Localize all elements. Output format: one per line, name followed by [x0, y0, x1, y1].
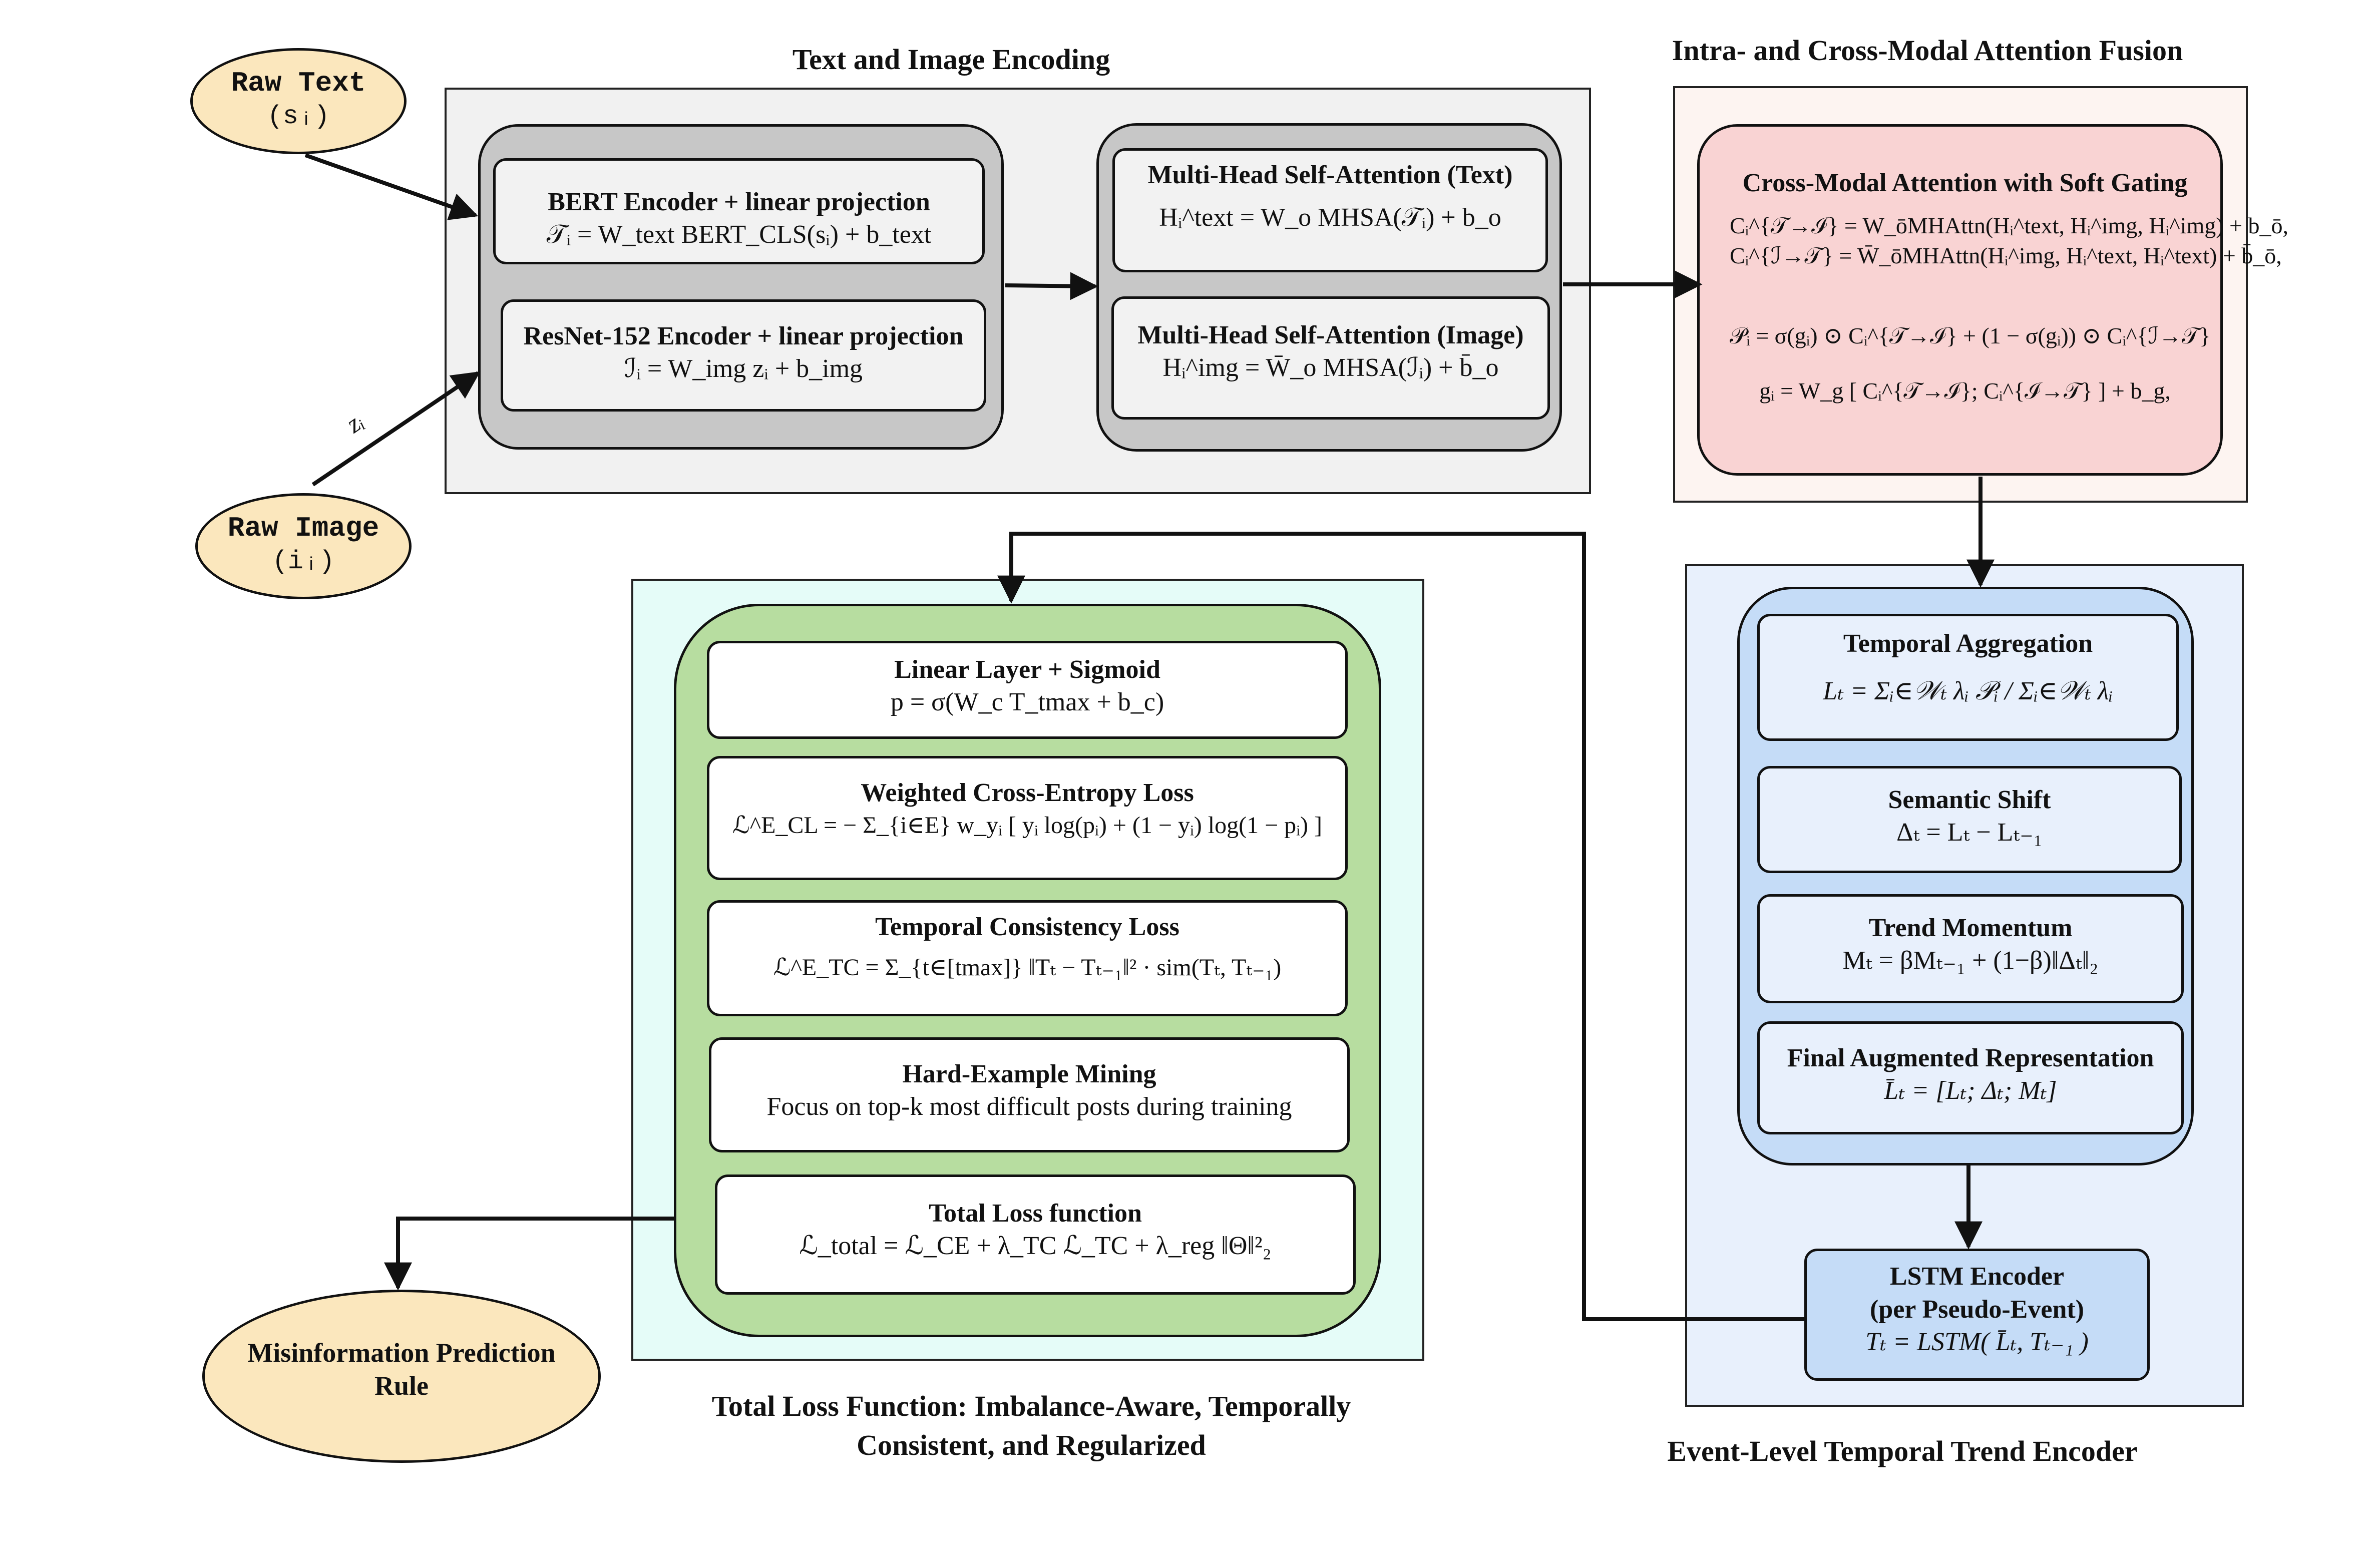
mhsa-text-box: Multi-Head Self-Attention (Text) Hᵢ^text…	[1112, 148, 1548, 272]
arrow-loss-to-prediction	[384, 1217, 674, 1291]
total-title: Total Loss function	[929, 1199, 1142, 1228]
final-title: Final Augmented Representation	[1787, 1044, 2154, 1072]
cross-modal-attention-box: Cross-Modal Attention with Soft Gating C…	[1697, 124, 2288, 476]
momentum-formula: Mₜ = βMₜ₋₁ + (1−β)‖Δₜ‖₂	[1842, 946, 2099, 975]
final-representation-box: Final Augmented Representation L̄ₜ = [Lₜ…	[1757, 1021, 2184, 1134]
shift-title: Semantic Shift	[1888, 786, 2051, 814]
tcl-formula: ℒ^E_TC = Σ_{t∈[tmax]} ‖Tₜ − Tₜ₋₁‖² · sim…	[773, 954, 1282, 981]
prediction-line1: Misinformation Prediction	[247, 1338, 556, 1368]
resnet-encoder-box: ResNet-152 Encoder + linear projection ℐ…	[501, 299, 986, 412]
fusion-caption: Intra- and Cross-Modal Attention Fusion	[1672, 34, 2183, 67]
arrow-image-to-resnet	[311, 371, 481, 487]
total-formula: ℒ_total = ℒ_CE + λ_TC ℒ_TC + λ_reg ‖Θ‖²₂	[799, 1232, 1272, 1260]
raw-text-sub: (sᵢ)	[267, 102, 330, 131]
hem-title: Hard-Example Mining	[902, 1060, 1156, 1088]
lstm-title-1: LSTM Encoder	[1889, 1262, 2065, 1291]
weighted-ce-box: Weighted Cross-Entropy Loss ℒ^E_CL = − Σ…	[707, 756, 1348, 880]
fusion-formula-4: gᵢ = W_g [ Cᵢ^{𝒯→ℐ}; Cᵢ^{ℐ→𝒯} ] + b_g,	[1759, 378, 2171, 404]
momentum-title: Trend Momentum	[1868, 914, 2073, 942]
resnet-formula: ℐᵢ = W_img zᵢ + b_img	[624, 354, 863, 383]
final-formula: L̄ₜ = [Lₜ; Δₜ; Mₜ]	[1884, 1076, 2057, 1105]
linear-title: Linear Layer + Sigmoid	[894, 655, 1160, 684]
lstm-title-2: (per Pseudo-Event)	[1869, 1295, 2084, 1324]
loss-caption-line1: Total Loss Function: Imbalance-Aware, Te…	[711, 1390, 1351, 1422]
arrow-encoder-to-mhsa	[1005, 272, 1098, 300]
raw-image-label: Raw Image	[227, 512, 379, 544]
temporal-caption: Event-Level Temporal Trend Encoder	[1667, 1435, 2138, 1467]
loss-caption-line2: Consistent, and Regularized	[857, 1429, 1206, 1461]
bert-formula: 𝒯ᵢ = W_text BERT_CLS(sᵢ) + b_text	[546, 220, 932, 249]
mhsa-text-formula: Hᵢ^text = W_o MHSA(𝒯ᵢ) + b_o	[1159, 203, 1501, 232]
resnet-title: ResNet-152 Encoder + linear projection	[523, 322, 964, 350]
lstm-encoder-box: LSTM Encoder (per Pseudo-Event) Tₜ = LST…	[1804, 1249, 2150, 1381]
mhsa-image-title: Multi-Head Self-Attention (Image)	[1137, 321, 1524, 349]
encoding-caption: Text and Image Encoding	[792, 43, 1110, 76]
temporal-consistency-box: Temporal Consistency Loss ℒ^E_TC = Σ_{t∈…	[707, 900, 1348, 1016]
lstm-formula: Tₜ = LSTM( L̄ₜ, Tₜ₋₁ )	[1865, 1328, 2089, 1356]
tcl-title: Temporal Consistency Loss	[875, 913, 1179, 941]
total-loss-box: Total Loss function ℒ_total = ℒ_CE + λ_T…	[715, 1174, 1356, 1295]
raw-text-label: Raw Text	[231, 67, 366, 99]
mhsa-text-title: Multi-Head Self-Attention (Text)	[1147, 161, 1513, 189]
mhsa-image-formula: Hᵢ^img = W̄_o MHSA(ℐᵢ) + b̄_o	[1162, 353, 1499, 382]
wce-title: Weighted Cross-Entropy Loss	[861, 778, 1194, 807]
bert-encoder-box: BERT Encoder + linear projection 𝒯ᵢ = W_…	[493, 158, 985, 264]
linear-sigmoid-box: Linear Layer + Sigmoid p = σ(W_c T_tmax …	[707, 641, 1348, 739]
temporal-aggregation-box: Temporal Aggregation Lₜ = Σᵢ∈𝒲ₜ λᵢ 𝒫ᵢ / …	[1757, 614, 2179, 741]
prediction-line2: Rule	[374, 1371, 429, 1401]
hem-desc: Focus on top-k most difficult posts duri…	[766, 1092, 1292, 1121]
prediction-rule-node: Misinformation Prediction Rule	[202, 1290, 601, 1463]
linear-formula: p = σ(W_c T_tmax + b_c)	[890, 688, 1164, 716]
semantic-shift-box: Semantic Shift Δₜ = Lₜ − Lₜ₋₁	[1757, 766, 2182, 873]
hard-example-mining-box: Hard-Example Mining Focus on top-k most …	[709, 1037, 1350, 1152]
mhsa-image-box: Multi-Head Self-Attention (Image) Hᵢ^img…	[1111, 296, 1550, 420]
loss-caption: Total Loss Function: Imbalance-Aware, Te…	[616, 1387, 1447, 1465]
wce-formula: ℒ^E_CL = − Σ_{i∈E} w_yᵢ [ yᵢ log(pᵢ) + (…	[732, 812, 1322, 839]
fusion-formula-2: Cᵢ^{ℐ→𝒯} = W̄_ōMHAttn(Hᵢ^img, Hᵢ^text, H…	[1730, 243, 2282, 268]
raw-text-node: Raw Text (sᵢ)	[190, 48, 407, 154]
fusion-formula-1: Cᵢ^{𝒯→ℐ} = W_ōMHAttn(Hᵢ^text, Hᵢ^img, Hᵢ…	[1730, 213, 2288, 238]
agg-formula: Lₜ = Σᵢ∈𝒲ₜ λᵢ 𝒫ᵢ / Σᵢ∈𝒲ₜ λᵢ	[1823, 677, 2113, 705]
fusion-formula-3: 𝒫ᵢ = σ(gᵢ) ⊙ Cᵢ^{𝒯→ℐ} + (1 − σ(gᵢ)) ⊙ Cᵢ…	[1730, 323, 2211, 348]
fusion-title: Cross-Modal Attention with Soft Gating	[1742, 169, 2188, 197]
shift-formula: Δₜ = Lₜ − Lₜ₋₁	[1896, 818, 2043, 847]
agg-title: Temporal Aggregation	[1843, 629, 2093, 658]
bert-title: BERT Encoder + linear projection	[548, 188, 930, 216]
raw-image-node: Raw Image (iᵢ)	[195, 493, 412, 599]
arrow-text-to-bert	[304, 153, 479, 220]
raw-image-sub: (iᵢ)	[272, 547, 335, 576]
arrow-lstm-to-loss	[997, 532, 1804, 1321]
fusion-inner	[1697, 124, 2223, 476]
trend-momentum-box: Trend Momentum Mₜ = βMₜ₋₁ + (1−β)‖Δₜ‖₂	[1757, 894, 2184, 1003]
